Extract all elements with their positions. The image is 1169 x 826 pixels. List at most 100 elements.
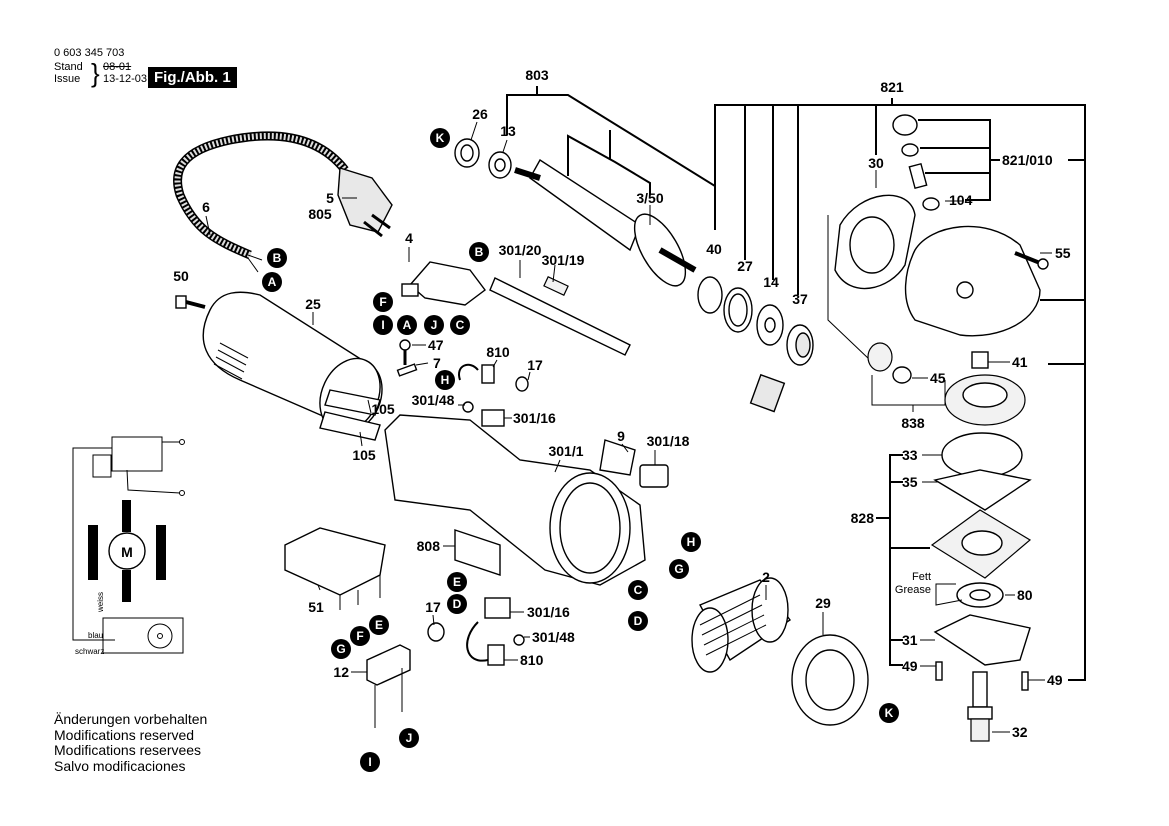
label-3-50: 3/50 [636, 190, 663, 206]
svg-text:G: G [674, 562, 683, 576]
label-7: 7 [433, 355, 441, 371]
note-en: Modifications reserved [54, 726, 195, 743]
svg-text:D: D [453, 597, 462, 611]
label-49a: 49 [902, 658, 918, 674]
nut-45 [892, 366, 912, 384]
figure-label: Fig./Abb. 1 [148, 67, 237, 88]
wiring-schematic: M weiss blau schwarz [72, 436, 185, 656]
spring-821-010 [901, 143, 919, 157]
connector-A2: A [397, 315, 417, 335]
pinion-gear-838 [867, 342, 893, 372]
label-105b: 105 [352, 447, 376, 463]
vent-slots [213, 342, 249, 380]
svg-text:H: H [441, 373, 450, 387]
needle-bearing-41 [971, 351, 989, 369]
mains-plug [337, 167, 393, 238]
label-17a: 17 [527, 357, 543, 373]
connector-C2: C [628, 580, 648, 600]
label-26: 26 [472, 106, 488, 122]
connector-B2: B [469, 242, 489, 262]
svg-text:G: G [336, 642, 345, 656]
svg-text:A: A [268, 275, 277, 289]
label-32: 32 [1012, 724, 1028, 740]
label-25: 25 [305, 296, 321, 312]
label-301-48b: 301/48 [532, 629, 575, 645]
bearing-flange-828 [930, 509, 1032, 579]
svg-text:E: E [453, 575, 461, 589]
oring-104 [922, 197, 940, 211]
old-date: 08-01 [103, 61, 132, 73]
screw-47 [399, 339, 411, 365]
label-301-16a: 301/16 [513, 410, 556, 426]
note-de: Änderungen vorbehalten [54, 711, 208, 727]
connector-I2: I [360, 752, 380, 772]
label-30: 30 [868, 155, 884, 171]
screw-50 [175, 295, 206, 309]
svg-text:K: K [885, 706, 894, 720]
label-301-18: 301/18 [647, 433, 690, 449]
svg-text:F: F [379, 295, 386, 309]
label-828: 828 [851, 510, 875, 526]
label-104: 104 [949, 192, 973, 208]
connector-F1: F [373, 292, 393, 312]
motor-circle [108, 532, 146, 570]
label-808 [454, 529, 501, 576]
label-301-16b: 301/16 [527, 604, 570, 620]
svg-text:A: A [403, 318, 412, 332]
label-17b: 17 [425, 599, 441, 615]
switch-rod-301-20 [489, 277, 631, 356]
label-301-20: 301/20 [499, 242, 542, 258]
screw-49a [935, 661, 943, 681]
label-12: 12 [333, 664, 349, 680]
screw-49b [1021, 671, 1029, 691]
svg-text:H: H [687, 535, 696, 549]
connector-G2: G [669, 559, 689, 579]
bearing-14 [756, 304, 784, 346]
label-47: 47 [428, 337, 444, 353]
label-49b: 49 [1047, 672, 1063, 688]
connector-B1: B [267, 248, 287, 268]
armature-3-50 [514, 159, 697, 287]
power-cable [173, 131, 349, 273]
label-9: 9 [617, 428, 625, 444]
bearing-37 [786, 324, 814, 366]
connector-C1: C [450, 315, 470, 335]
grease-brush [749, 373, 786, 413]
bevel-gear-838 [944, 374, 1026, 426]
guard-30 [827, 194, 916, 361]
screw-301-48b [513, 634, 525, 646]
label-803: 803 [525, 67, 549, 83]
cap-821-010 [892, 114, 918, 136]
label-808: 808 [417, 538, 441, 554]
connector-J1: J [424, 315, 444, 335]
label-5: 5 [326, 190, 334, 206]
spring-17b [427, 622, 445, 642]
ring-27 [723, 287, 753, 333]
label-45: 45 [930, 370, 946, 386]
svg-text:F: F [356, 629, 363, 643]
label-31: 31 [902, 632, 918, 648]
connector-E2: E [369, 615, 389, 635]
winding-lines [699, 594, 767, 656]
handle-301-1 [384, 414, 646, 586]
label-33: 33 [902, 447, 918, 463]
connector-D1: D [447, 594, 467, 614]
screw-55 [1014, 251, 1049, 270]
connector-K2: K [879, 703, 899, 723]
connector-I1: I [373, 315, 393, 335]
connector-J2: J [399, 728, 419, 748]
air-guide-29 [791, 634, 869, 726]
label-37: 37 [792, 291, 808, 307]
spring-17a [515, 376, 529, 392]
note-fr: Modifications reservees [54, 742, 202, 758]
label-14: 14 [763, 274, 779, 290]
grease-fett-label: Fett [912, 571, 931, 583]
svg-text:I: I [368, 755, 371, 769]
label-50: 50 [173, 268, 189, 284]
issue-label: Issue [54, 73, 81, 85]
holder-301-16a [481, 409, 505, 427]
label-35: 35 [902, 474, 918, 490]
clamping-plate-31 [933, 614, 1031, 666]
label-105a: 105 [371, 401, 395, 417]
